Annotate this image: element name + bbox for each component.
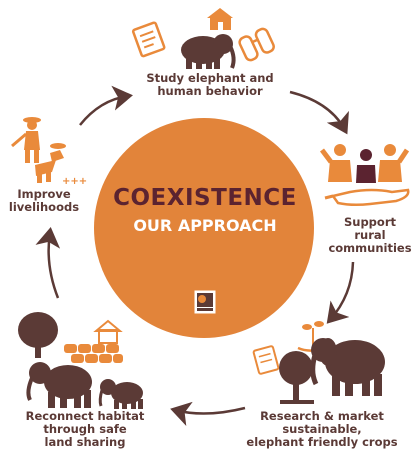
step-reconnect-label: Reconnect habitat through safe land shar…	[25, 409, 145, 449]
arrow-3	[170, 401, 246, 426]
house-icon	[207, 8, 233, 30]
logo-icon	[194, 290, 216, 314]
house-icon	[93, 319, 123, 344]
elephant-family-icon	[26, 362, 143, 409]
step-study-label: Study elephant and human behavior	[146, 71, 274, 98]
tree-icon	[18, 312, 58, 358]
hand-icon	[324, 188, 410, 207]
step-improve-label: Improve livelihoods	[8, 187, 80, 214]
elephant-icon	[181, 34, 236, 69]
arrow-2	[326, 261, 355, 324]
center-title: COEXISTENCE	[113, 185, 297, 211]
people-icon	[320, 144, 410, 183]
svg-text:+++: +++	[62, 176, 87, 187]
arrow-1	[289, 90, 349, 135]
arrow-4	[35, 227, 61, 299]
elephant-icon	[310, 338, 385, 396]
step-support-label: Support rural communities	[328, 215, 412, 255]
center-subtitle: OUR APPROACH	[133, 216, 277, 235]
binoculars-icon	[238, 27, 275, 62]
farmer-icon: +++	[11, 117, 87, 187]
grain-sacks-icon	[64, 344, 123, 363]
notebook-icon	[131, 21, 166, 58]
step-research-label: Research & market sustainable, elephant …	[246, 409, 398, 449]
notebook-icon	[252, 345, 280, 375]
arrow-5	[79, 85, 133, 126]
center-circle	[94, 118, 314, 338]
tree-icon	[279, 351, 314, 404]
